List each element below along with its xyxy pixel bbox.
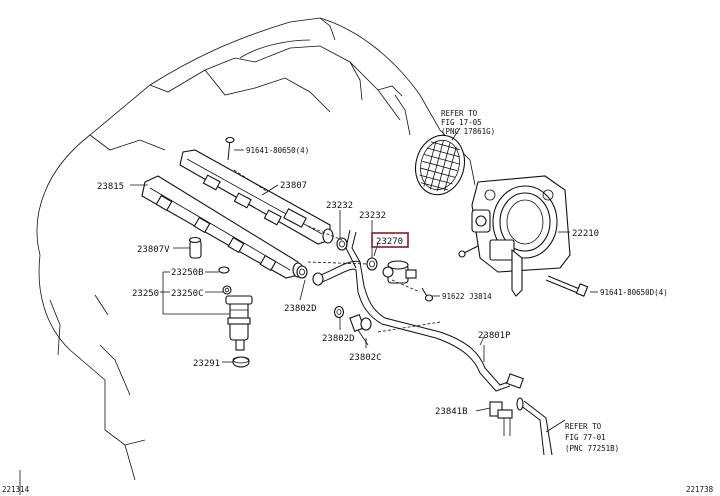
injector-23250 bbox=[225, 295, 253, 351]
label-91641-80650d: 91641-80650D(4) bbox=[600, 288, 668, 297]
leader-lines bbox=[130, 127, 598, 433]
label-23250b: 23250B bbox=[171, 268, 204, 278]
label-23250: 23250 bbox=[132, 289, 159, 299]
label-23291: 23291 bbox=[193, 359, 220, 369]
o-ring-23232-b bbox=[366, 257, 378, 271]
label-23841b: 23841B bbox=[435, 407, 468, 417]
label-23270: 23270 bbox=[376, 237, 403, 247]
cushion-23807v bbox=[188, 236, 202, 259]
seal-23250c bbox=[222, 285, 232, 295]
highlight-box-23270 bbox=[371, 232, 409, 248]
bolt-23802c bbox=[349, 314, 372, 346]
engine-block-outline bbox=[19, 17, 476, 495]
label-23250c: 23250C bbox=[171, 289, 204, 299]
figure-code-right: 221738 bbox=[686, 485, 714, 494]
label-23802d-b: 23802D bbox=[322, 334, 355, 344]
refer-note-1-line-1: REFER TO bbox=[441, 109, 478, 118]
fuel-rail-lower bbox=[141, 175, 304, 279]
label-23802d-a: 23802D bbox=[284, 304, 317, 314]
label-22210: 22210 bbox=[572, 229, 599, 239]
label-23801p: 23801P bbox=[478, 331, 511, 341]
bolt-91641-80650d bbox=[545, 275, 589, 297]
label-23807: 23807 bbox=[280, 181, 307, 191]
bolt-91622 bbox=[421, 287, 434, 302]
washer-23802d bbox=[333, 305, 345, 319]
label-23232-a: 23232 bbox=[326, 201, 353, 211]
label-23807v: 23807V bbox=[137, 245, 170, 255]
label-23232-b: 23232 bbox=[359, 211, 386, 221]
label-91622: 91622 J3814 bbox=[442, 292, 492, 301]
throttle-body-22210 bbox=[458, 175, 571, 297]
o-ring-23802d bbox=[296, 265, 308, 279]
refer-note-2-line-1: REFER TO bbox=[565, 422, 602, 431]
fuel-pipe bbox=[312, 229, 524, 392]
o-ring-23250b bbox=[218, 266, 230, 274]
bolt-91641-80650 bbox=[225, 136, 244, 161]
label-23815: 23815 bbox=[97, 182, 124, 192]
refer-note-1-line-3: (PNC 17861G) bbox=[441, 127, 495, 136]
insulator-23291 bbox=[232, 356, 250, 368]
pressure-regulator-23270 bbox=[382, 260, 417, 284]
quick-connector-23841b bbox=[489, 397, 553, 456]
figure-code-left: 221314 bbox=[2, 485, 30, 494]
label-23802c: 23802C bbox=[349, 353, 382, 363]
refer-note-2-line-3: (PNC 77251B) bbox=[565, 444, 619, 453]
refer-note-1-line-2: FIG 17-05 bbox=[441, 118, 482, 127]
fuel-rail-upper bbox=[179, 149, 334, 245]
refer-note-2-line-2: FIG 77-01 bbox=[565, 433, 606, 442]
label-91641-80650: 91641-80650(4) bbox=[246, 146, 309, 155]
air-intake-grille bbox=[415, 134, 465, 196]
